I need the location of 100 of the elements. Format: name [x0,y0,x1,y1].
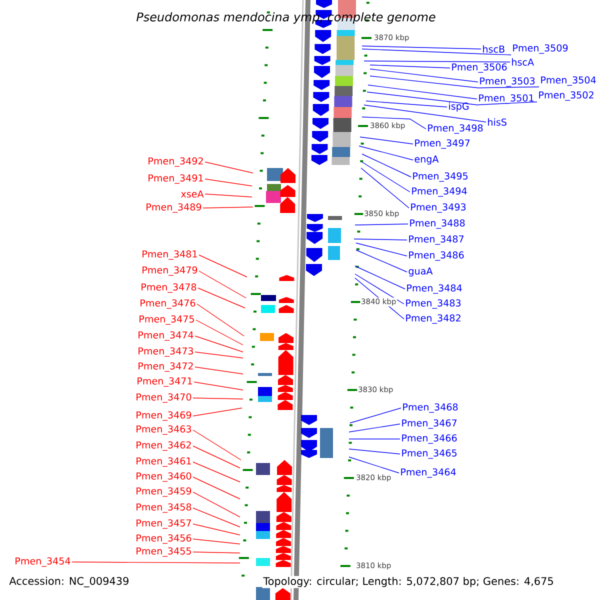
leader-line [198,270,246,298]
leader-line [362,154,412,178]
leader-line [204,194,252,198]
leader-line [362,162,410,192]
gene-label: guaA [408,268,433,276]
gene-label: Pmen_3509 [513,44,568,54]
gene-label: Pmen_3483 [406,299,461,309]
leader-line [198,288,246,308]
gene-label: Pmen_3501 [479,94,534,104]
leader-line [192,538,240,544]
gene-label: Pmen_3458 [136,503,192,513]
gene-label: Pmen_3488 [410,219,465,229]
leader-line [196,320,244,346]
gene-label: Pmen_3463 [136,425,192,435]
gene-label: hisS [488,118,506,126]
gene-label: Pmen_3493 [411,203,466,213]
gene-label: Pmen_3459 [136,487,192,497]
gene-label: Pmen_3475 [140,315,194,325]
gene-label: Pmen_3478 [142,283,196,293]
leader-line [354,266,406,290]
gene-label: Pmen_3460 [136,472,192,482]
leader-line [354,274,404,304]
leader-line [360,168,410,208]
leader-line [362,116,426,130]
leader-line [348,438,400,440]
leader-line [370,76,540,88]
leader-line [196,304,244,336]
leader-line [192,524,240,536]
leader-line [198,254,248,278]
gene-label: Pmen_3473 [138,347,194,357]
leader-line [194,366,244,374]
leader-line [194,336,244,352]
leader-line [354,224,408,226]
gene-label: hscB [483,45,504,53]
gene-label: Pmen_3461 [136,457,191,467]
gene-label: Pmen_3479 [142,266,198,276]
leader-line [192,446,240,468]
leader-line [202,206,254,208]
leader-line [194,352,244,358]
gene-label: Pmen_3467 [402,419,457,429]
gene-label: Pmen_3462 [136,441,191,451]
leader-line [368,84,478,100]
gene-label: Pmen_3506 [452,63,507,73]
info-text: Accession: NC_009439 [8,576,130,588]
gene-label: Pmen_3474 [138,331,194,341]
leader-line [358,146,414,160]
leader-line [192,462,240,482]
leader-line [72,562,240,564]
leader-line [348,456,400,474]
gene-label: Pmen_3502 [539,91,594,101]
leader-line [192,476,240,500]
gene-label: Pmen_3491 [148,174,203,184]
gene-label: Pmen_3504 [541,76,596,86]
gene-label: Pmen_3489 [146,203,202,213]
gene-label: Pmen_3484 [407,284,462,294]
leader-line [364,60,510,62]
gene-label: xseA [181,190,204,198]
gene-label: Pmen_3494 [412,187,467,197]
gene-label: Pmen_3468 [403,403,458,413]
leader-line [192,552,240,554]
gene-label: Pmen_3497 [415,139,470,149]
leader-line [366,92,538,106]
leader-line [364,104,486,122]
gene-label: engA [414,156,439,164]
gene-label: Pmen_3472 [138,362,193,372]
leader-line [370,68,478,82]
gene-label: Pmen_3464 [401,468,456,478]
gene-label: Pmen_3469 [136,411,192,421]
gene-label: Pmen_3455 [136,547,191,557]
leader-line [194,382,244,390]
leader-line [204,162,254,174]
gene-label: Pmen_3495 [413,172,468,182]
gene-label: ispG [449,102,469,112]
gene-label: hscA [512,58,534,66]
gene-label: Pmen_3470 [136,393,192,403]
gene-label: Pmen_3498 [428,124,483,134]
leader-line [354,238,408,240]
leader-line [192,508,240,528]
leader-line [192,398,244,400]
leader-line [356,250,408,272]
gene-label: Pmen_3481 [142,250,197,260]
gene-label: Pmen_3492 [148,157,203,167]
leader-line [192,408,242,416]
gene-label: Pmen_3454 [16,557,70,567]
leader-line [362,46,482,50]
leader-line [348,424,400,432]
gene-label: Pmen_3456 [136,534,192,544]
leader-line [192,430,242,460]
leader-line [348,448,400,454]
leader-line [204,178,252,186]
gene-label: Pmen_3503 [480,77,535,87]
leader-line [360,136,414,144]
gene-label: Pmen_3457 [136,519,191,529]
title: Pseudomonas mendocina ymp, complete genome [136,12,436,24]
leader-line [370,64,450,68]
gene-label: Pmen_3466 [402,434,457,444]
gene-label: Pmen_3476 [140,299,196,309]
gene-label: Pmen_3471 [138,377,192,387]
gene-label: Pmen_3487 [409,235,464,245]
leader-line [366,100,448,108]
